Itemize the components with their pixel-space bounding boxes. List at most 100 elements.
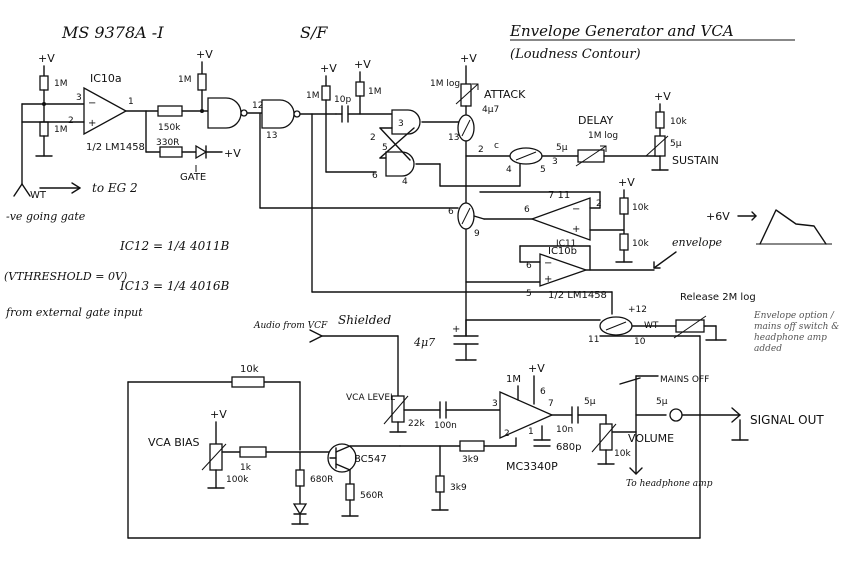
attack-label: ATTACK [484, 88, 526, 101]
svg-text:1: 1 [128, 97, 134, 107]
bc547-transistor [327, 443, 357, 473]
svg-text:3k9: 3k9 [462, 455, 479, 465]
svg-text:10k: 10k [632, 203, 649, 213]
resistor-1m-bottom [39, 121, 49, 137]
release-pot [675, 319, 705, 333]
resistor-1m-top [39, 75, 49, 91]
svg-text:5μ: 5μ [656, 397, 668, 407]
input-section: +V 1M 1M − + IC10a 3 2 1 1/2 LM1458 WT t… [4, 48, 337, 319]
svg-text:7 11: 7 11 [548, 190, 570, 201]
resistor-330r [159, 146, 183, 158]
ic10b-type: 1/2 LM1458 [548, 290, 607, 301]
svg-text:+: + [544, 274, 552, 285]
output-jack [669, 408, 683, 422]
svg-text:IC10b: IC10b [548, 246, 577, 257]
svg-text:1M log: 1M log [430, 79, 460, 89]
svg-text:3: 3 [398, 119, 404, 129]
audio-input-connector [309, 329, 323, 343]
svg-text:5: 5 [526, 289, 532, 299]
svg-text:1M: 1M [54, 125, 68, 135]
side-note: Envelope option /mains off switch &headp… [753, 311, 839, 354]
svg-text:+V: +V [654, 90, 671, 103]
svg-text:2: 2 [370, 133, 376, 143]
diagram-subtitle: (Loudness Contour) [510, 47, 641, 62]
audio-input-label: Audio from VCF [253, 321, 328, 331]
svg-text:13: 13 [266, 131, 277, 141]
delay-label: DELAY [578, 114, 613, 127]
svg-text:12: 12 [252, 101, 263, 111]
svg-text:2: 2 [596, 199, 602, 209]
mains-off-label: MAINS OFF [660, 375, 709, 385]
svg-text:BC547: BC547 [354, 454, 387, 465]
svg-text:150k: 150k [158, 123, 181, 133]
svg-text:+V: +V [210, 408, 227, 421]
svg-text:4μ7: 4μ7 [413, 336, 435, 349]
svg-text:3k9: 3k9 [450, 483, 467, 493]
external-gate-text: from external gate input [5, 306, 143, 319]
svg-text:5μ: 5μ [556, 143, 568, 153]
svg-text:IC10a: IC10a [90, 72, 122, 85]
svg-text:6: 6 [372, 171, 378, 181]
ic10b-opamp [539, 253, 588, 287]
headphone-label: To headphone amp [626, 479, 713, 489]
svg-text:10k: 10k [670, 117, 687, 127]
svg-text:4μ7: 4μ7 [482, 105, 499, 115]
svg-text:5μ: 5μ [584, 397, 596, 407]
svg-text:+V: +V [460, 52, 477, 65]
mc3340p-label: MC3340P [506, 460, 558, 473]
vca-bias-label: VCA BIAS [148, 436, 200, 449]
svg-text:+V: +V [224, 147, 241, 160]
svg-text:9: 9 [474, 229, 480, 239]
svg-text:7: 7 [548, 399, 554, 409]
nand-gate-2 [261, 99, 295, 129]
svg-text:+V: +V [38, 52, 55, 65]
svg-text:6: 6 [448, 207, 454, 217]
svg-text:1k: 1k [240, 463, 252, 473]
resistor-150k [157, 105, 183, 117]
svg-text:6: 6 [540, 387, 546, 397]
svg-text:−: − [88, 98, 96, 109]
svg-text:+V: +V [354, 58, 371, 71]
svg-text:WT: WT [30, 190, 47, 201]
svg-text:100n: 100n [434, 421, 457, 431]
svg-text:+: + [572, 224, 580, 235]
svg-text:6: 6 [524, 205, 530, 215]
shielded-label: Shielded [338, 313, 392, 327]
svg-text:1M: 1M [368, 87, 382, 97]
flipflop-nand-upper [391, 109, 421, 135]
svg-text:10k: 10k [240, 364, 259, 375]
section-label: S/F [300, 23, 328, 42]
svg-text:−: − [544, 258, 552, 269]
ic10a-opamp [83, 86, 128, 136]
svg-text:11: 11 [588, 335, 599, 345]
svg-text:+: + [88, 118, 96, 129]
mc3340p-chip [499, 391, 554, 439]
svg-text:10: 10 [634, 337, 646, 347]
svg-text:2: 2 [504, 429, 510, 439]
svg-text:1M: 1M [54, 79, 68, 89]
svg-text:6: 6 [526, 261, 532, 271]
resistor-1m-pullup [197, 73, 207, 91]
diagram-title: Envelope Generator and VCA [509, 22, 734, 40]
svg-text:c: c [494, 141, 499, 151]
svg-text:+: + [452, 324, 460, 335]
to-eg2-label: to EG 2 [92, 181, 138, 195]
ic12-definition: IC12 = 1/4 4011B [119, 239, 230, 253]
vca-level-label: VCA LEVEL [346, 393, 395, 403]
sustain-label: SUSTAIN [672, 154, 719, 167]
flipflop-nand-lower [385, 151, 415, 177]
svg-text:+6V: +6V [706, 210, 730, 223]
svg-text:5: 5 [382, 143, 388, 153]
svg-text:4: 4 [402, 177, 408, 187]
svg-text:1: 1 [528, 427, 534, 437]
svg-text:IC11: IC11 [556, 239, 576, 249]
signal-out-label: SIGNAL OUT [750, 413, 824, 427]
ic10a-type: 1/2 LM1458 [86, 142, 145, 153]
nand-gate-1 [207, 97, 242, 129]
svg-text:100k: 100k [226, 475, 249, 485]
svg-text:1M: 1M [178, 75, 192, 85]
svg-text:+12: +12 [628, 305, 647, 315]
release-label: Release 2M log [680, 292, 756, 303]
svg-text:680p: 680p [556, 442, 581, 453]
